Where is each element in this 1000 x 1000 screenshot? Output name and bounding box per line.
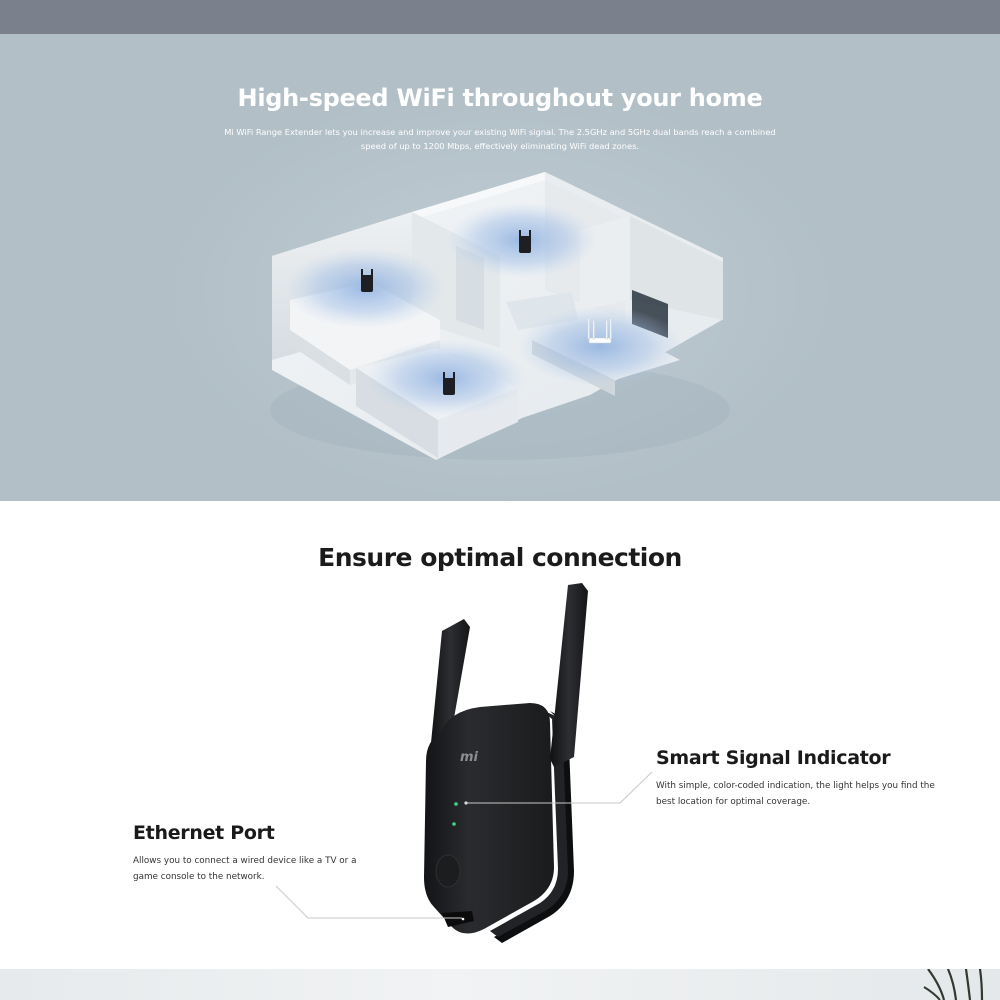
plant-leaves-icon: [923, 969, 984, 1000]
extender-icon: [361, 269, 373, 292]
status-led-icon: [452, 822, 456, 826]
next-section-preview: [0, 969, 1000, 1000]
top-banner-bar: [0, 0, 1000, 34]
extender-icon: [443, 372, 455, 395]
callout-desc-signal-indicator: With simple, color-coded indication, the…: [656, 781, 935, 807]
extender-icon: [519, 230, 531, 253]
power-button-icon: [435, 854, 461, 888]
range-extender-product-image: mi: [424, 583, 588, 943]
house-coverage-illustration: [270, 172, 730, 460]
feature-section: Ensure optimal connection mi Smart Signa: [0, 501, 1000, 969]
callout-title-signal-indicator: Smart Signal Indicator: [656, 747, 891, 769]
hero-section: High-speed WiFi throughout your home Mi …: [0, 34, 1000, 501]
signal-led-icon: [454, 802, 458, 806]
mi-logo-icon: mi: [460, 750, 479, 765]
router-icon: [587, 317, 612, 344]
callout-title-ethernet-port: Ethernet Port: [133, 822, 275, 844]
callout-desc-ethernet-port: Allows you to connect a wired device lik…: [133, 856, 357, 882]
hero-description: Mi WiFi Range Extender lets you increase…: [224, 127, 776, 151]
hero-title: High-speed WiFi throughout your home: [237, 84, 763, 112]
section-title: Ensure optimal connection: [318, 543, 682, 572]
